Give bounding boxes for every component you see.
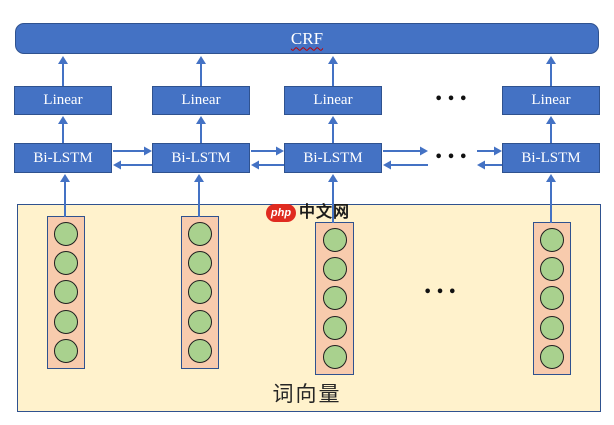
embedding-node [540,257,564,282]
embedding-node [54,280,78,305]
embedding-node [322,344,347,369]
linear-row-ellipsis: ••• [434,92,472,107]
word-vector-column-1 [47,216,85,369]
bilstm-box-3: Bi-LSTM [284,143,382,173]
embedding-node [322,315,347,340]
linear-box-4: Linear [502,86,600,115]
word-vector-column-4 [533,222,571,375]
arrow-up-bilstm3-to-linear3 [328,116,338,143]
arrow-up-bilstm4-to-linear4 [546,116,556,143]
bilstm-row-ellipsis: ••• [434,150,472,165]
embedding-node [188,222,212,247]
arrow-left-bilstm2-to-bilstm1 [113,160,152,170]
linear-box-2: Linear [152,86,250,115]
embedding-node [540,344,564,369]
arrow-up-linear4-to-crf [546,56,556,86]
arrow-left-bilstm3-to-bilstm2 [251,160,284,170]
arrow-right-bilstm3-to-ellipsis [383,146,428,156]
embedding-node [188,280,212,305]
embedding-panel [17,204,601,412]
bilstm-box-2: Bi-LSTM [152,143,250,173]
bilstm-box-1: Bi-LSTM [14,143,112,173]
embedding-node [54,222,78,247]
embedding-node [322,257,347,282]
embedding-node [188,251,212,276]
bilstm-label: Bi-LSTM [33,149,93,166]
bilstm-label: Bi-LSTM [521,149,581,166]
arrow-right-ellipsis-to-bilstm4 [477,146,502,156]
watermark-text: 中文网 [299,204,351,221]
linear-box-3: Linear [284,86,382,115]
embedding-node [322,286,347,311]
arrow-up-linear1-to-crf [58,56,68,86]
embedding-node [188,309,212,334]
linear-label: Linear [313,92,353,108]
crf-label: CRF [290,28,324,48]
bilstm-label: Bi-LSTM [303,149,363,166]
arrow-left-bilstm4-to-ellipsis [477,160,502,170]
embedding-node [540,228,564,253]
bilstm-box-4: Bi-LSTM [502,143,600,173]
arrow-up-bilstm2-to-linear2 [196,116,206,143]
bilstm-label: Bi-LSTM [171,149,231,166]
linear-label: Linear [43,92,83,108]
embedding-caption: 词向量 [272,382,342,406]
arrow-up-linear2-to-crf [196,56,206,86]
word-vector-column-2 [181,216,219,369]
arrow-left-ellipsis-to-bilstm3 [383,160,428,170]
word-vector-column-3 [315,222,354,375]
embedding-node [54,309,78,334]
arrow-up-bilstm1-to-linear1 [58,116,68,143]
arrow-right-bilstm2-to-bilstm3 [251,146,284,156]
embedding-node [540,286,564,311]
arrow-right-bilstm1-to-bilstm2 [113,146,152,156]
embedding-node [540,315,564,340]
arrow-up-linear3-to-crf [328,56,338,86]
embedding-node [188,338,212,363]
embedding-row-ellipsis: ••• [423,285,461,300]
linear-label: Linear [531,92,571,108]
crf-box: CRF [15,23,599,54]
embedding-node [54,338,78,363]
embedding-node [322,228,347,253]
linear-box-1: Linear [14,86,112,115]
php-logo-badge: php [266,204,296,222]
embedding-node [54,251,78,276]
linear-label: Linear [181,92,221,108]
